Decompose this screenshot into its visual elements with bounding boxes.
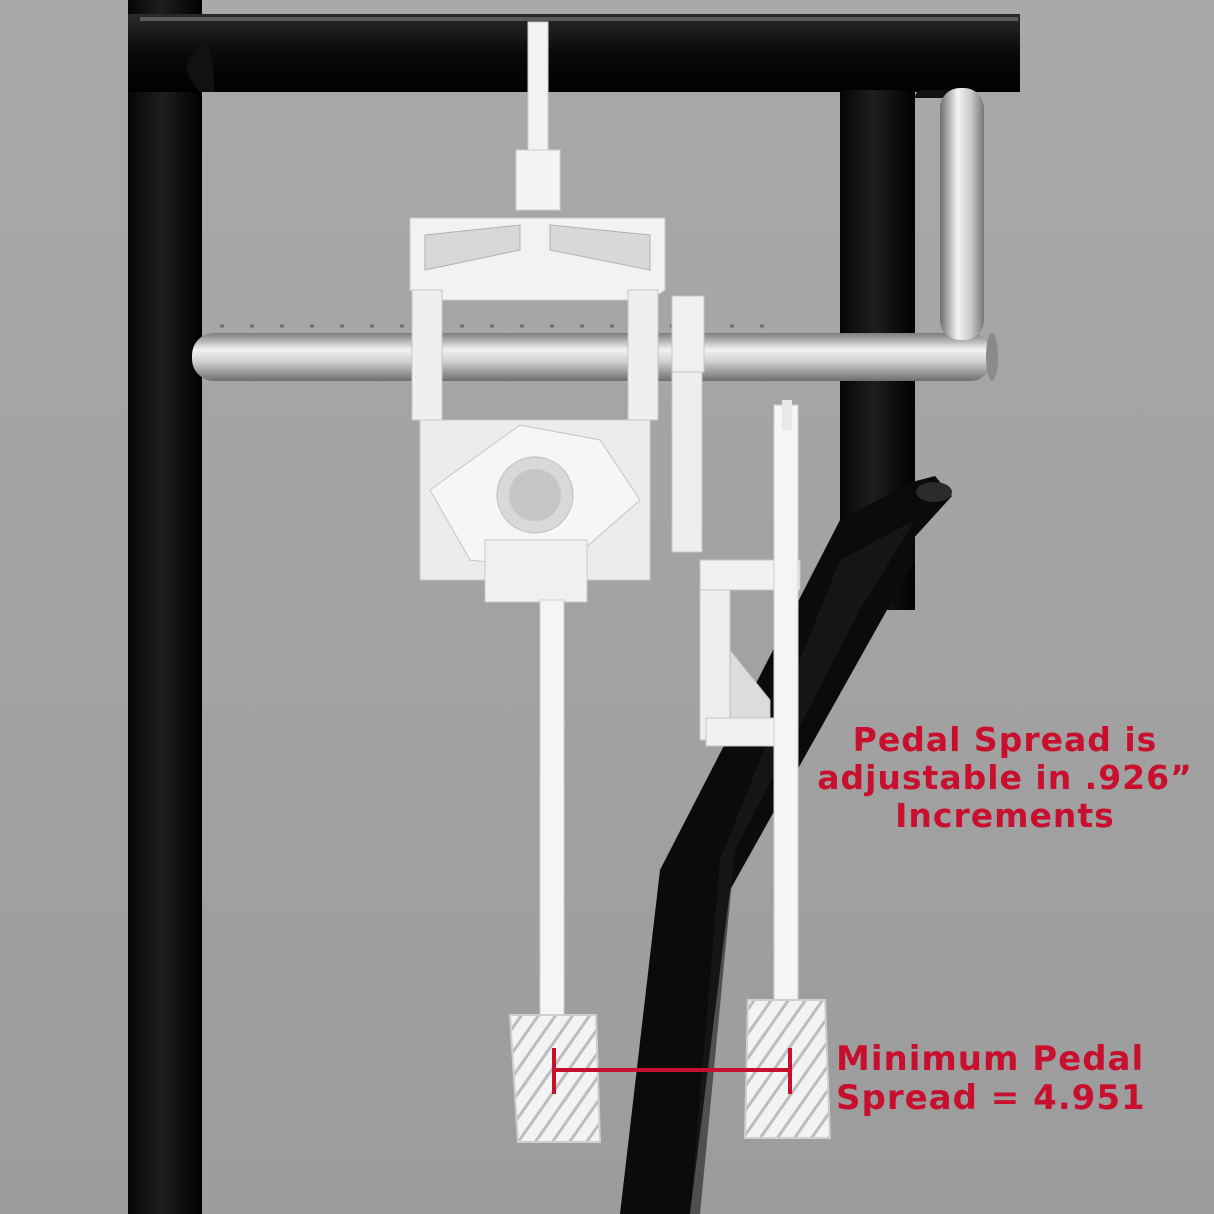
- left-pedal-arm: [539, 599, 565, 1021]
- right-pedal-arm: [773, 404, 799, 1016]
- minimum-spread-caption: Minimum Pedal Spread = 4.951: [836, 1039, 1166, 1119]
- min-caption-line-1: Minimum Pedal: [836, 1039, 1145, 1079]
- spread-dimension-line: [552, 1048, 792, 1094]
- adjustable-spread-caption: Pedal Spread is adjustable in .926” Incr…: [800, 721, 1210, 835]
- min-caption-line-2: Spread = 4.951: [836, 1078, 1146, 1119]
- caption-line-3: Increments: [895, 795, 1115, 835]
- caption-line-1: Pedal Spread is: [852, 720, 1158, 759]
- hanger-bracket: [409, 21, 705, 421]
- pedal-arms: [539, 400, 799, 1021]
- caption-line-2: adjustable in .926”: [817, 757, 1193, 797]
- master-cylinder-block: [419, 371, 801, 747]
- pivot-rod: [192, 88, 998, 381]
